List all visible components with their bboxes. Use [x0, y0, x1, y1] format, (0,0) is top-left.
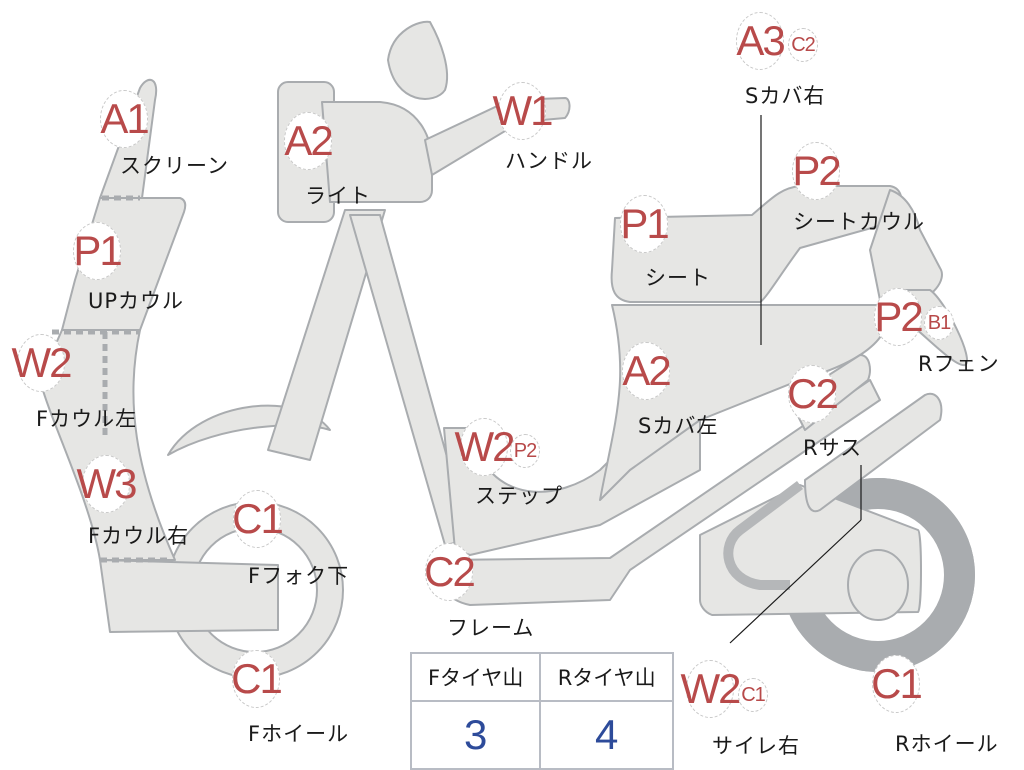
- part-label: Sカバ左: [638, 414, 719, 438]
- mirror-shape: [387, 20, 449, 100]
- code-badge: P1: [620, 195, 670, 253]
- part-label: Rホイール: [895, 732, 999, 756]
- part-label: Fカウル左: [36, 407, 138, 431]
- part-label: Fフォク下: [248, 564, 350, 588]
- part-label: Rフェン: [918, 352, 1000, 376]
- code-badge: C1: [231, 650, 283, 708]
- code-badge-secondary: B1: [924, 306, 954, 340]
- code-badge: A1: [100, 90, 150, 148]
- code-badge: C2: [424, 543, 476, 601]
- code-badge-secondary: P2: [510, 434, 540, 468]
- code-badge: C1: [871, 655, 923, 713]
- part-label: Fホイール: [248, 722, 350, 746]
- code-badge: C1: [232, 490, 284, 548]
- tire-tread-table: Fタイヤ山 Rタイヤ山 3 4: [409, 652, 674, 770]
- code-badge: P1: [73, 222, 123, 280]
- f-cowl-shape: [39, 329, 176, 561]
- value-rear-tire: 4: [539, 700, 674, 770]
- part-label: サイレ右: [712, 734, 800, 758]
- part-label: ハンドル: [505, 149, 593, 173]
- part-label: ライト: [305, 184, 371, 208]
- table-header-row: Fタイヤ山 Rタイヤ山: [409, 652, 674, 702]
- seat-shape: [610, 185, 903, 303]
- code-badge: W2: [681, 660, 742, 718]
- silencer-box-shape: [804, 392, 943, 513]
- part-label: Fカウル右: [88, 524, 190, 548]
- code-badge: W1: [493, 82, 554, 140]
- part-label: Rサス: [803, 436, 863, 460]
- part-label: UPカウル: [88, 289, 185, 313]
- code-badge: P2: [792, 142, 842, 200]
- code-badge-secondary: C1: [738, 678, 768, 712]
- code-badge: A3: [736, 12, 786, 70]
- part-label: Sカバ右: [745, 84, 826, 108]
- part-label: スクリーン: [120, 154, 229, 178]
- part-label: フレーム: [447, 616, 535, 640]
- part-label: ステップ: [475, 484, 563, 508]
- value-front-tire: 3: [409, 700, 542, 770]
- header-front-tire: Fタイヤ山: [409, 652, 542, 702]
- front-lower-shape: [99, 559, 279, 633]
- code-badge: C2: [787, 365, 839, 423]
- part-label: シート: [645, 266, 711, 290]
- steering-column-shape: [267, 209, 386, 461]
- table-row: 3 4: [409, 700, 674, 770]
- code-badge: W2: [12, 334, 73, 392]
- header-rear-tire: Rタイヤ山: [539, 652, 674, 702]
- code-badge: W3: [77, 455, 138, 513]
- part-label: シートカウル: [793, 210, 925, 234]
- code-badge-secondary: C2: [788, 28, 818, 62]
- code-badge: W2: [455, 418, 516, 476]
- code-badge: P2: [874, 288, 924, 346]
- code-badge: A2: [622, 342, 672, 400]
- code-badge: A2: [284, 112, 334, 170]
